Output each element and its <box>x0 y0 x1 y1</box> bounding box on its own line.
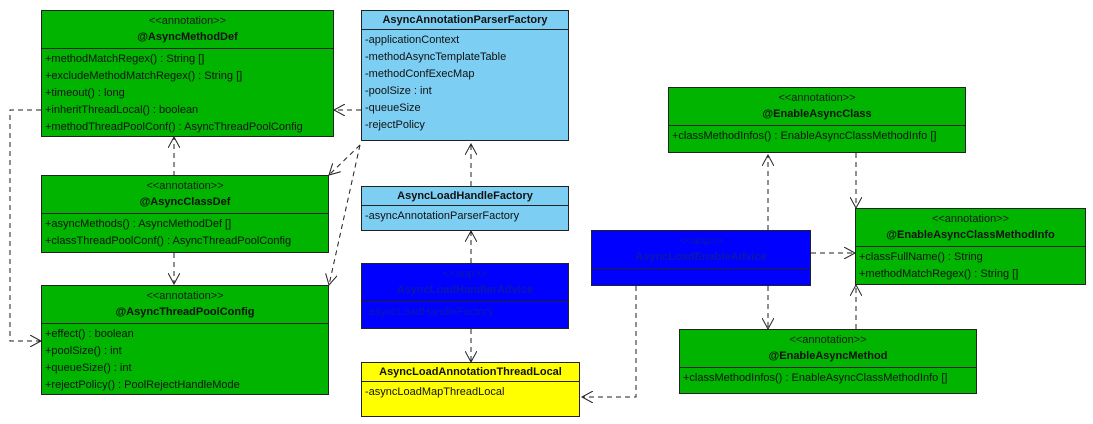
class-members: +classMethodInfos() : EnableAsyncClassMe… <box>680 368 976 389</box>
member: -rejectPolicy <box>365 119 425 131</box>
member: -methodConfExecMap <box>365 68 475 80</box>
dep-methoddef-to-poolconfig <box>9 109 41 341</box>
class-members: +methodMatchRegex() : String [] +exclude… <box>42 49 333 138</box>
class-members: -asyncLoadMapThreadLocal <box>362 382 579 403</box>
member: -methodAsyncTemplateTable <box>365 51 507 63</box>
member: +rejectPolicy() : PoolRejectHandleMode <box>45 379 240 391</box>
member: +classFullName() : String <box>859 251 983 263</box>
class-members: +effect() : boolean +poolSize() : int +q… <box>42 324 328 396</box>
class-members: +asyncMethods() : AsyncMethodDef [] +cla… <box>42 214 328 252</box>
class-header: <<aop>> AsyncLoadHandlerAdvice <box>362 264 568 302</box>
class-name: @AsyncMethodDef <box>137 31 238 43</box>
member: +classMethodInfos() : EnableAsyncClassMe… <box>683 372 948 384</box>
class-header: <<annotation>> @AsyncMethodDef <box>42 11 333 49</box>
member: +methodMatchRegex() : String [] <box>45 53 205 65</box>
class-async-annotation-parser-factory[interactable]: AsyncAnnotationParserFactory -applicatio… <box>361 10 569 141</box>
member: +inheritThreadLocal() : boolean <box>45 104 199 116</box>
stereotype-label: <<annotation>> <box>789 334 867 346</box>
class-header: <<annotation>> @EnableAsyncMethod <box>680 330 976 368</box>
member: +asyncMethods() : AsyncMethodDef [] <box>45 218 232 230</box>
stereotype-label: <<annotation>> <box>148 15 227 27</box>
stereotype-label: <<aop>> <box>442 268 488 280</box>
member: -applicationContext <box>365 34 460 46</box>
class-name: AsyncLoadHandleFactory <box>397 190 533 202</box>
member: +timeout() : long <box>45 87 125 99</box>
class-members: -asyncLoadHandleFactory <box>362 302 568 323</box>
class-members <box>592 269 810 273</box>
class-name: @AsyncThreadPoolConfig <box>115 306 255 318</box>
class-async-method-def[interactable]: <<annotation>> @AsyncMethodDef +methodMa… <box>41 10 334 137</box>
class-async-load-enable-advice[interactable]: <<aop>> AsyncLoadEnableAdvice <box>591 230 811 286</box>
class-header: AsyncLoadAnnotationThreadLocal <box>362 363 579 382</box>
class-name: AsyncAnnotationParserFactory <box>382 14 548 26</box>
member: +effect() : boolean <box>45 328 134 340</box>
class-async-load-annotation-thread-local[interactable]: AsyncLoadAnnotationThreadLocal -asyncLoa… <box>361 362 580 417</box>
class-enable-async-class[interactable]: <<annotation>> @EnableAsyncClass +classM… <box>668 87 966 153</box>
class-header: AsyncAnnotationParserFactory <box>362 11 568 30</box>
class-name: AsyncLoadAnnotationThreadLocal <box>379 366 562 378</box>
member: +queueSize() : int <box>45 362 132 374</box>
dep-enableadvice-to-threadlocal <box>582 286 637 397</box>
member: -asyncLoadHandleFactory <box>365 306 494 318</box>
class-members: -asyncAnnotationParserFactory <box>362 206 568 227</box>
dep-parser-to-classdef <box>329 144 361 175</box>
class-async-load-handler-advice[interactable]: <<aop>> AsyncLoadHandlerAdvice -asyncLoa… <box>361 263 569 329</box>
stereotype-label: <<annotation>> <box>931 213 1010 225</box>
class-name: AsyncLoadHandlerAdvice <box>396 284 534 296</box>
class-header: <<annotation>> @EnableAsyncClass <box>669 88 965 126</box>
class-async-thread-pool-config[interactable]: <<annotation>> @AsyncThreadPoolConfig +e… <box>41 285 329 395</box>
class-header: <<annotation>> @AsyncThreadPoolConfig <box>42 286 328 324</box>
class-async-load-handle-factory[interactable]: AsyncLoadHandleFactory -asyncAnnotationP… <box>361 186 569 231</box>
member: +methodMatchRegex() : String [] <box>859 268 1019 280</box>
stereotype-label: <<aop>> <box>678 235 724 247</box>
stereotype-label: <<annotation>> <box>146 180 224 192</box>
stereotype-label: <<annotation>> <box>778 92 856 104</box>
class-async-class-def[interactable]: <<annotation>> @AsyncClassDef +asyncMeth… <box>41 175 329 253</box>
member: +classThreadPoolConf() : AsyncThreadPool… <box>45 235 292 247</box>
class-name: @AsyncClassDef <box>139 196 231 208</box>
member: -queueSize <box>365 102 421 114</box>
class-header: <<annotation>> @EnableAsyncClassMethodIn… <box>856 209 1085 247</box>
dep-parser-to-poolconfig <box>329 144 361 285</box>
member: +methodThreadPoolConf() : AsyncThreadPoo… <box>45 121 303 133</box>
class-header: <<aop>> AsyncLoadEnableAdvice <box>592 231 810 269</box>
class-enable-async-method[interactable]: <<annotation>> @EnableAsyncMethod +class… <box>679 329 977 394</box>
class-name: AsyncLoadEnableAdvice <box>635 251 767 263</box>
class-members: -applicationContext -methodAsyncTemplate… <box>362 30 568 136</box>
class-name: @EnableAsyncClass <box>762 108 872 120</box>
member: +excludeMethodMatchRegex() : String [] <box>45 70 243 82</box>
class-name: @EnableAsyncMethod <box>768 350 888 362</box>
class-header: AsyncLoadHandleFactory <box>362 187 568 206</box>
member: -poolSize : int <box>365 85 432 97</box>
class-members: +classMethodInfos() : EnableAsyncClassMe… <box>669 126 965 147</box>
member: -asyncLoadMapThreadLocal <box>365 386 505 398</box>
member: -asyncAnnotationParserFactory <box>365 210 520 222</box>
class-name: @EnableAsyncClassMethodInfo <box>886 229 1055 241</box>
class-enable-async-class-method-info[interactable]: <<annotation>> @EnableAsyncClassMethodIn… <box>855 208 1086 285</box>
class-header: <<annotation>> @AsyncClassDef <box>42 176 328 214</box>
class-members: +classFullName() : String +methodMatchRe… <box>856 247 1085 285</box>
stereotype-label: <<annotation>> <box>146 290 224 302</box>
member: +classMethodInfos() : EnableAsyncClassMe… <box>672 130 937 142</box>
member: +poolSize() : int <box>45 345 122 357</box>
